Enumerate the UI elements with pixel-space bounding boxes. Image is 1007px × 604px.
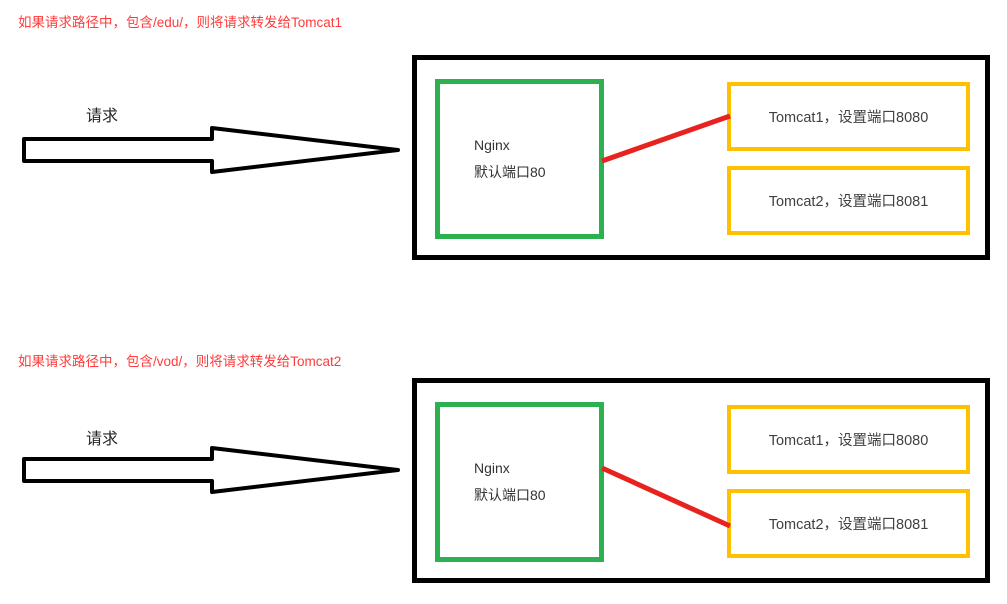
tomcat1-box: Tomcat1，设置端口8080 — [727, 82, 970, 151]
request-arrow-icon — [22, 446, 400, 494]
request-arrow-label: 请求 — [86, 108, 119, 125]
tomcat1-label: Tomcat1，设置端口8080 — [768, 433, 929, 449]
nginx-name: Nginx — [474, 460, 510, 476]
server-group-box-vod: Nginx 默认端口80 Tomcat1，设置端口8080 Tomcat2，设置… — [412, 378, 990, 583]
nginx-name: Nginx — [474, 137, 510, 153]
tomcat2-label: Tomcat2，设置端口8081 — [768, 517, 929, 533]
server-group-box-edu: Nginx 默认端口80 Tomcat1，设置端口8080 Tomcat2，设置… — [412, 55, 990, 260]
tomcat2-box: Tomcat2，设置端口8081 — [727, 166, 970, 235]
connector-line — [601, 113, 731, 164]
arrow-outline — [22, 446, 400, 494]
request-arrow-icon — [22, 126, 400, 174]
tomcat1-box: Tomcat1，设置端口8080 — [727, 405, 970, 474]
nginx-port-note: 默认端口80 — [474, 487, 546, 503]
request-arrow-label: 请求 — [86, 431, 119, 448]
connector-line — [600, 465, 732, 529]
tomcat1-label: Tomcat1，设置端口8080 — [768, 110, 929, 126]
rule-title-vod: 如果请求路径中，包含/vod/，则将请求转发给Tomcat2 — [18, 354, 342, 369]
rule-title-edu: 如果请求路径中，包含/edu/，则将请求转发给Tomcat1 — [18, 15, 343, 30]
tomcat2-box: Tomcat2，设置端口8081 — [727, 489, 970, 558]
tomcat2-label: Tomcat2，设置端口8081 — [768, 194, 929, 210]
nginx-port-note: 默认端口80 — [474, 164, 546, 180]
nginx-box: Nginx 默认端口80 — [435, 79, 604, 239]
arrow-outline — [22, 126, 400, 174]
nginx-box: Nginx 默认端口80 — [435, 402, 604, 562]
